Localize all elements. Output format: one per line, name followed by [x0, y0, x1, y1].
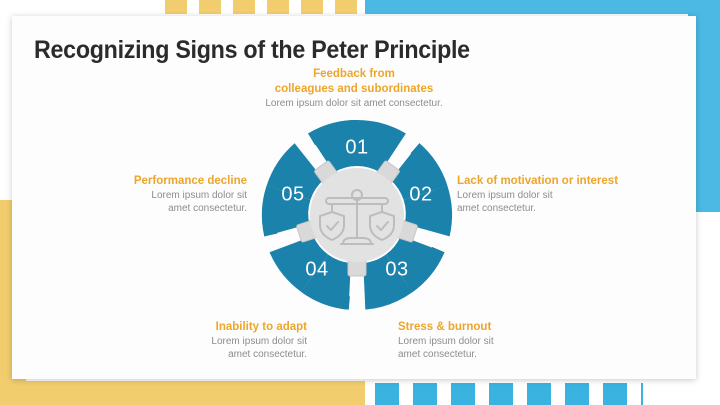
petal-03[interactable] — [342, 221, 452, 321]
segment-number-05: 05 — [281, 183, 304, 205]
slide-card: Recognizing Signs of the Peter Principle — [12, 16, 696, 379]
callout-01-body: Lorem ipsum dolor sit amet consectetur. — [265, 98, 443, 109]
callout-03-body-line1: Lorem ipsum dolor sit — [398, 336, 494, 347]
callout-05[interactable]: Performance decline Lorem ipsum dolor si… — [92, 174, 247, 215]
bottom-blue-stripe-band — [375, 383, 643, 405]
callout-02[interactable]: Lack of motivation or interest Lorem ips… — [457, 174, 687, 215]
petal-02[interactable] — [382, 139, 462, 248]
page-title: Recognizing Signs of the Peter Principle — [34, 36, 470, 64]
wheel-petals — [252, 119, 462, 321]
callout-02-title: Lack of motivation or interest — [457, 175, 619, 187]
segment-number-02: 02 — [409, 183, 432, 205]
petal-04[interactable] — [262, 221, 372, 321]
radial-wheel-diagram: 01 02 03 04 05 Feedback from colleagues … — [12, 16, 696, 379]
callout-01-title-line2: colleagues and subordinates — [274, 83, 434, 95]
callout-01-title-line1: Feedback from — [313, 68, 395, 80]
callout-04-body-line1: Lorem ipsum dolor sit — [211, 336, 307, 347]
petal-05[interactable] — [252, 139, 332, 248]
top-yellow-stripe-band — [165, 0, 365, 14]
callout-04-title: Inability to adapt — [215, 321, 307, 333]
segment-number-03: 03 — [385, 258, 408, 280]
segment-number-01: 01 — [345, 136, 368, 158]
top-blue-bar — [365, 0, 720, 14]
callout-04[interactable]: Inability to adapt Lorem ipsum dolor sit… — [132, 320, 307, 361]
wheel-graphic: 01 02 03 04 05 — [252, 119, 462, 321]
callout-05-title: Performance decline — [133, 175, 247, 187]
petal-01[interactable] — [308, 119, 406, 173]
callout-03-body-line2: amet consectetur. — [398, 349, 477, 360]
balance-scales-icon — [319, 189, 395, 245]
callout-02-body-line2: amet consectetur. — [457, 203, 536, 214]
callout-05-body-line2: amet consectetur. — [168, 203, 247, 214]
callout-03[interactable]: Stress & burnout Lorem ipsum dolor sit a… — [398, 320, 598, 361]
callout-01[interactable]: Feedback from colleagues and subordinate… — [192, 67, 516, 110]
callout-03-title: Stress & burnout — [398, 321, 492, 333]
bottom-yellow-bar — [0, 381, 365, 405]
segment-number-04: 04 — [305, 258, 328, 280]
callout-05-body-line1: Lorem ipsum dolor sit — [151, 190, 247, 201]
callout-02-body-line1: Lorem ipsum dolor sit — [457, 190, 553, 201]
callout-04-body-line2: amet consectetur. — [228, 349, 307, 360]
